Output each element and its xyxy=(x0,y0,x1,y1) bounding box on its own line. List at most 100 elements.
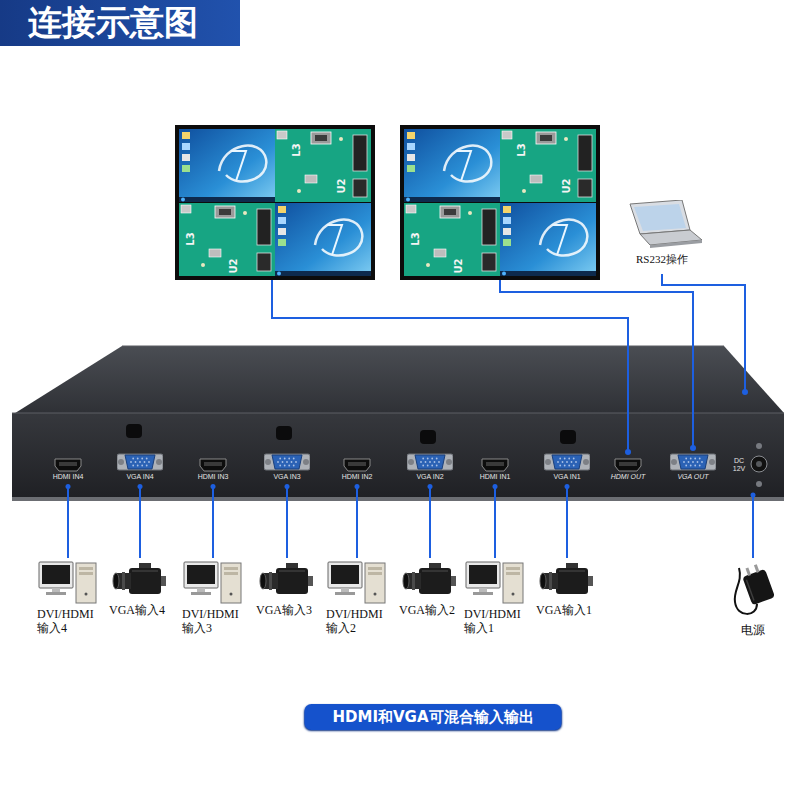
icon-part xyxy=(419,568,451,594)
connectors xyxy=(66,484,756,558)
icon-part xyxy=(564,458,566,460)
signal-cable xyxy=(272,274,745,452)
node-label: VGA IN1 xyxy=(553,473,580,481)
icon-part xyxy=(52,588,60,592)
icon-part xyxy=(540,573,546,589)
computer-source: DVI/HDMI 输入3 xyxy=(180,560,246,636)
monitor xyxy=(175,125,375,280)
icon-part xyxy=(184,562,218,588)
camera-icon xyxy=(258,560,316,602)
icon-part xyxy=(742,569,775,605)
camera-source: VGA输入3 xyxy=(254,560,320,618)
icon-part xyxy=(425,461,427,463)
computer-icon xyxy=(38,560,98,606)
screw-hole xyxy=(276,426,292,440)
icon-part xyxy=(113,573,119,589)
icon-part xyxy=(692,461,694,463)
icon-part xyxy=(756,461,762,467)
silkscreen-label: L3 xyxy=(291,143,302,156)
icon-part xyxy=(129,568,161,594)
connector-group xyxy=(285,484,290,558)
icon-part xyxy=(264,454,310,470)
icon-part xyxy=(137,465,139,467)
icon-part xyxy=(699,458,701,460)
icon-part xyxy=(269,572,272,590)
node-label: VGA OUT xyxy=(677,473,708,481)
silkscreen-label: U2 xyxy=(453,258,464,273)
icon-part xyxy=(552,455,582,469)
screw-hole xyxy=(420,430,436,444)
hdmi-port: HDMI IN1 xyxy=(470,458,520,481)
node-label: VGA输入3 xyxy=(254,604,320,618)
icon-part xyxy=(685,458,687,460)
cable-dot xyxy=(211,484,216,489)
monitor-frame xyxy=(175,125,375,280)
icon-part xyxy=(291,461,293,463)
icon-part xyxy=(308,576,313,586)
icon-part xyxy=(701,461,703,463)
icon-part xyxy=(277,461,279,463)
icon-part xyxy=(141,465,143,467)
icon-part xyxy=(556,568,588,594)
cable-dot xyxy=(355,484,360,489)
cable-dot xyxy=(66,484,71,489)
icon-part xyxy=(279,465,281,467)
power-adapter-icon xyxy=(729,560,777,620)
icon-part xyxy=(407,454,453,470)
icon-part xyxy=(279,458,281,460)
icon-part xyxy=(756,443,762,449)
icon-part xyxy=(76,563,96,603)
icon-part xyxy=(224,572,238,575)
hdmi-port-symbol xyxy=(53,458,83,472)
icon-part xyxy=(588,576,593,586)
signal-cable xyxy=(139,486,141,558)
computer-source: DVI/HDMI 输入2 xyxy=(324,560,390,636)
computer-icon xyxy=(327,560,387,606)
screw-hole xyxy=(560,430,576,444)
icon-part xyxy=(697,461,699,463)
icon-part xyxy=(559,465,561,467)
node-label: HDMI IN3 xyxy=(198,473,229,481)
icon-part xyxy=(420,461,422,463)
icon-part xyxy=(438,461,440,463)
icon-part xyxy=(139,461,141,463)
cable-dot xyxy=(742,389,748,395)
caption-text: HDMI和VGA可混合输入输出 xyxy=(332,708,533,726)
icon-part xyxy=(549,572,552,590)
monitor-frame xyxy=(400,125,600,280)
icon-part xyxy=(221,563,241,603)
icon-part xyxy=(295,461,297,463)
node-label: VGA输入4 xyxy=(107,604,173,618)
icon-part xyxy=(756,481,762,487)
dc-jack-symbol xyxy=(747,440,771,490)
icon-part xyxy=(46,592,66,595)
icon-part xyxy=(125,455,155,469)
icon-part xyxy=(156,459,162,465)
hdmi-port-symbol xyxy=(480,458,510,472)
icon-part xyxy=(746,580,754,601)
icon-part xyxy=(575,461,577,463)
icon-part xyxy=(482,459,508,471)
vga-port: VGA IN2 xyxy=(404,452,456,481)
icon-part xyxy=(59,462,77,466)
computer-icon xyxy=(465,560,525,606)
hdmi-port: HDMI IN2 xyxy=(332,458,382,481)
vga-port-symbol xyxy=(264,452,310,472)
icon-part xyxy=(85,593,88,596)
icon-part xyxy=(224,567,238,570)
icon-part xyxy=(544,454,590,470)
icon-part xyxy=(434,461,436,463)
vga-port-symbol xyxy=(544,452,590,472)
icon-part xyxy=(650,240,702,248)
icon-part xyxy=(303,459,309,465)
icon-part xyxy=(690,465,692,467)
connector-group xyxy=(751,493,756,559)
icon-part xyxy=(187,565,215,584)
signal-cable xyxy=(752,495,754,558)
icon-part xyxy=(293,458,295,460)
node-label: VGA IN3 xyxy=(273,473,300,481)
icon-part xyxy=(683,461,685,463)
icon-part xyxy=(566,461,568,463)
node-label: VGA输入1 xyxy=(534,604,600,618)
icon-part xyxy=(573,458,575,460)
